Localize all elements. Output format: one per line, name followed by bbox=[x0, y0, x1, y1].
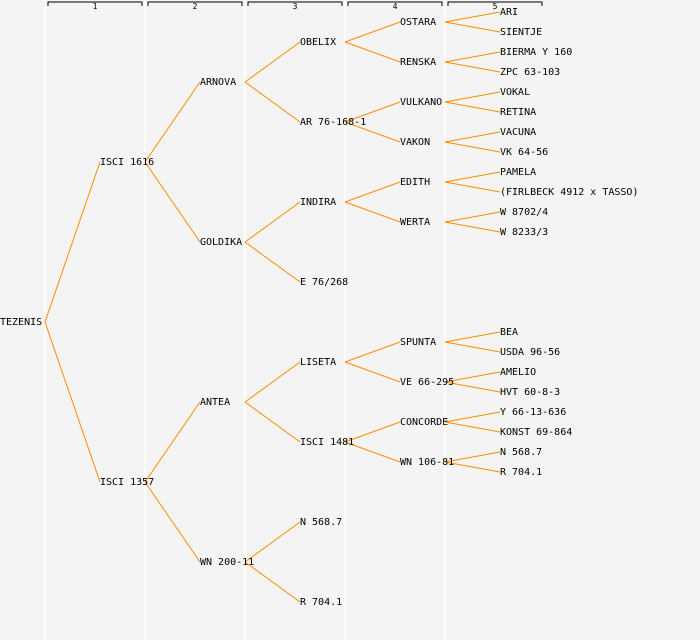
generation-header: 5 bbox=[493, 2, 498, 11]
pedigree-link bbox=[344, 421, 401, 443]
pedigree-node[interactable]: W 8702/4 bbox=[500, 207, 548, 218]
column-bracket bbox=[347, 1, 443, 6]
pedigree-link bbox=[344, 101, 401, 123]
pedigree-node[interactable]: INDIRA bbox=[300, 197, 336, 208]
pedigree-link bbox=[344, 21, 401, 43]
pedigree-link bbox=[444, 211, 501, 223]
pedigree-node[interactable]: VACUNA bbox=[500, 127, 536, 138]
pedigree-link bbox=[344, 201, 401, 223]
pedigree-node[interactable]: AMELIO bbox=[500, 367, 536, 378]
pedigree-link bbox=[344, 181, 401, 203]
pedigree-link bbox=[244, 201, 301, 243]
pedigree-node[interactable]: GOLDIKA bbox=[200, 237, 242, 248]
pedigree-node[interactable]: RETINA bbox=[500, 107, 536, 118]
pedigree-node[interactable]: LISETA bbox=[300, 357, 336, 368]
pedigree-node[interactable]: ISCI 1616 bbox=[100, 157, 154, 168]
pedigree-node[interactable]: VULKANO bbox=[400, 97, 442, 108]
pedigree-link bbox=[444, 101, 501, 113]
pedigree-link bbox=[444, 331, 501, 343]
pedigree-node[interactable]: N 568.7 bbox=[300, 517, 342, 528]
pedigree-link bbox=[44, 161, 101, 323]
pedigree-node[interactable]: TEZENIS bbox=[0, 317, 42, 328]
pedigree-link bbox=[444, 421, 501, 433]
pedigree-link bbox=[244, 41, 301, 83]
pedigree-node[interactable]: N 568.7 bbox=[500, 447, 542, 458]
pedigree-node[interactable]: ANTEA bbox=[200, 397, 230, 408]
pedigree-node[interactable]: ARNOVA bbox=[200, 77, 236, 88]
column-bracket bbox=[147, 1, 243, 6]
pedigree-node[interactable]: ISCI 1357 bbox=[100, 477, 154, 488]
pedigree-node[interactable]: KONST 69-864 bbox=[500, 427, 572, 438]
pedigree-node[interactable]: USDA 96-56 bbox=[500, 347, 560, 358]
pedigree-node[interactable]: HVT 60-8-3 bbox=[500, 387, 560, 398]
generation-header: 4 bbox=[393, 2, 398, 11]
pedigree-link bbox=[444, 181, 501, 193]
pedigree-node[interactable]: WN 200-11 bbox=[200, 557, 254, 568]
pedigree-link bbox=[444, 131, 501, 143]
pedigree-link bbox=[444, 411, 501, 423]
column-bracket bbox=[47, 1, 143, 6]
pedigree-link bbox=[144, 81, 201, 163]
pedigree-node[interactable]: SPUNTA bbox=[400, 337, 436, 348]
pedigree-node[interactable]: PAMELA bbox=[500, 167, 536, 178]
pedigree-node[interactable]: W 8233/3 bbox=[500, 227, 548, 238]
pedigree-node[interactable]: ARI bbox=[500, 7, 518, 18]
pedigree-node[interactable]: BIERMA Y 160 bbox=[500, 47, 572, 58]
pedigree-node[interactable]: OSTARA bbox=[400, 17, 436, 28]
pedigree-node[interactable]: E 76/268 bbox=[300, 277, 348, 288]
generation-header: 1 bbox=[93, 2, 98, 11]
column-bracket bbox=[447, 1, 543, 6]
pedigree-link bbox=[444, 221, 501, 233]
pedigree-link bbox=[44, 321, 101, 483]
pedigree-link bbox=[444, 21, 501, 33]
pedigree-link bbox=[444, 451, 501, 463]
pedigree-link bbox=[244, 241, 301, 283]
pedigree-link bbox=[444, 371, 501, 383]
pedigree-link bbox=[444, 461, 501, 473]
pedigree-node[interactable]: (FIRLBECK 4912 x TASSO) bbox=[500, 187, 638, 198]
pedigree-node[interactable]: WERTA bbox=[400, 217, 430, 228]
generation-header: 2 bbox=[193, 2, 198, 11]
pedigree-node[interactable]: CONCORDE bbox=[400, 417, 448, 428]
pedigree-node[interactable]: EDITH bbox=[400, 177, 430, 188]
pedigree-link bbox=[144, 161, 201, 243]
pedigree-link bbox=[444, 11, 501, 23]
pedigree-node[interactable]: SIENTJE bbox=[500, 27, 542, 38]
pedigree-link bbox=[344, 441, 401, 463]
pedigree-link bbox=[344, 341, 401, 363]
pedigree-node[interactable]: ISCI 1481 bbox=[300, 437, 354, 448]
pedigree-node[interactable]: R 704.1 bbox=[500, 467, 542, 478]
pedigree-link bbox=[244, 81, 301, 123]
generation-header: 3 bbox=[293, 2, 298, 11]
pedigree-link bbox=[444, 61, 501, 73]
pedigree-link bbox=[244, 361, 301, 403]
pedigree-node[interactable]: ZPC 63-103 bbox=[500, 67, 560, 78]
pedigree-node[interactable]: VOKAL bbox=[500, 87, 530, 98]
pedigree-node[interactable]: VAKON bbox=[400, 137, 430, 148]
pedigree-node[interactable]: AR 76-168-1 bbox=[300, 117, 366, 128]
pedigree-node[interactable]: RENSKA bbox=[400, 57, 436, 68]
pedigree-link bbox=[244, 561, 301, 603]
pedigree-link bbox=[444, 141, 501, 153]
pedigree-link bbox=[144, 481, 201, 563]
pedigree-node[interactable]: R 704.1 bbox=[300, 597, 342, 608]
pedigree-link bbox=[444, 341, 501, 353]
pedigree-link bbox=[344, 121, 401, 143]
pedigree-node[interactable]: Y 66-13-636 bbox=[500, 407, 566, 418]
pedigree-node[interactable]: OBELIX bbox=[300, 37, 336, 48]
pedigree-link bbox=[444, 51, 501, 63]
column-bracket bbox=[247, 1, 343, 6]
pedigree-node[interactable]: BEA bbox=[500, 327, 518, 338]
pedigree-node[interactable]: VK 64-56 bbox=[500, 147, 548, 158]
pedigree-link bbox=[244, 521, 301, 563]
pedigree-link bbox=[244, 401, 301, 443]
pedigree-link bbox=[144, 401, 201, 483]
pedigree-link bbox=[344, 361, 401, 383]
pedigree-node[interactable]: VE 66-295 bbox=[400, 377, 454, 388]
pedigree-link bbox=[444, 171, 501, 183]
pedigree-link bbox=[344, 41, 401, 63]
pedigree-link bbox=[444, 381, 501, 393]
pedigree-link bbox=[444, 91, 501, 103]
pedigree-node[interactable]: WN 106-81 bbox=[400, 457, 454, 468]
